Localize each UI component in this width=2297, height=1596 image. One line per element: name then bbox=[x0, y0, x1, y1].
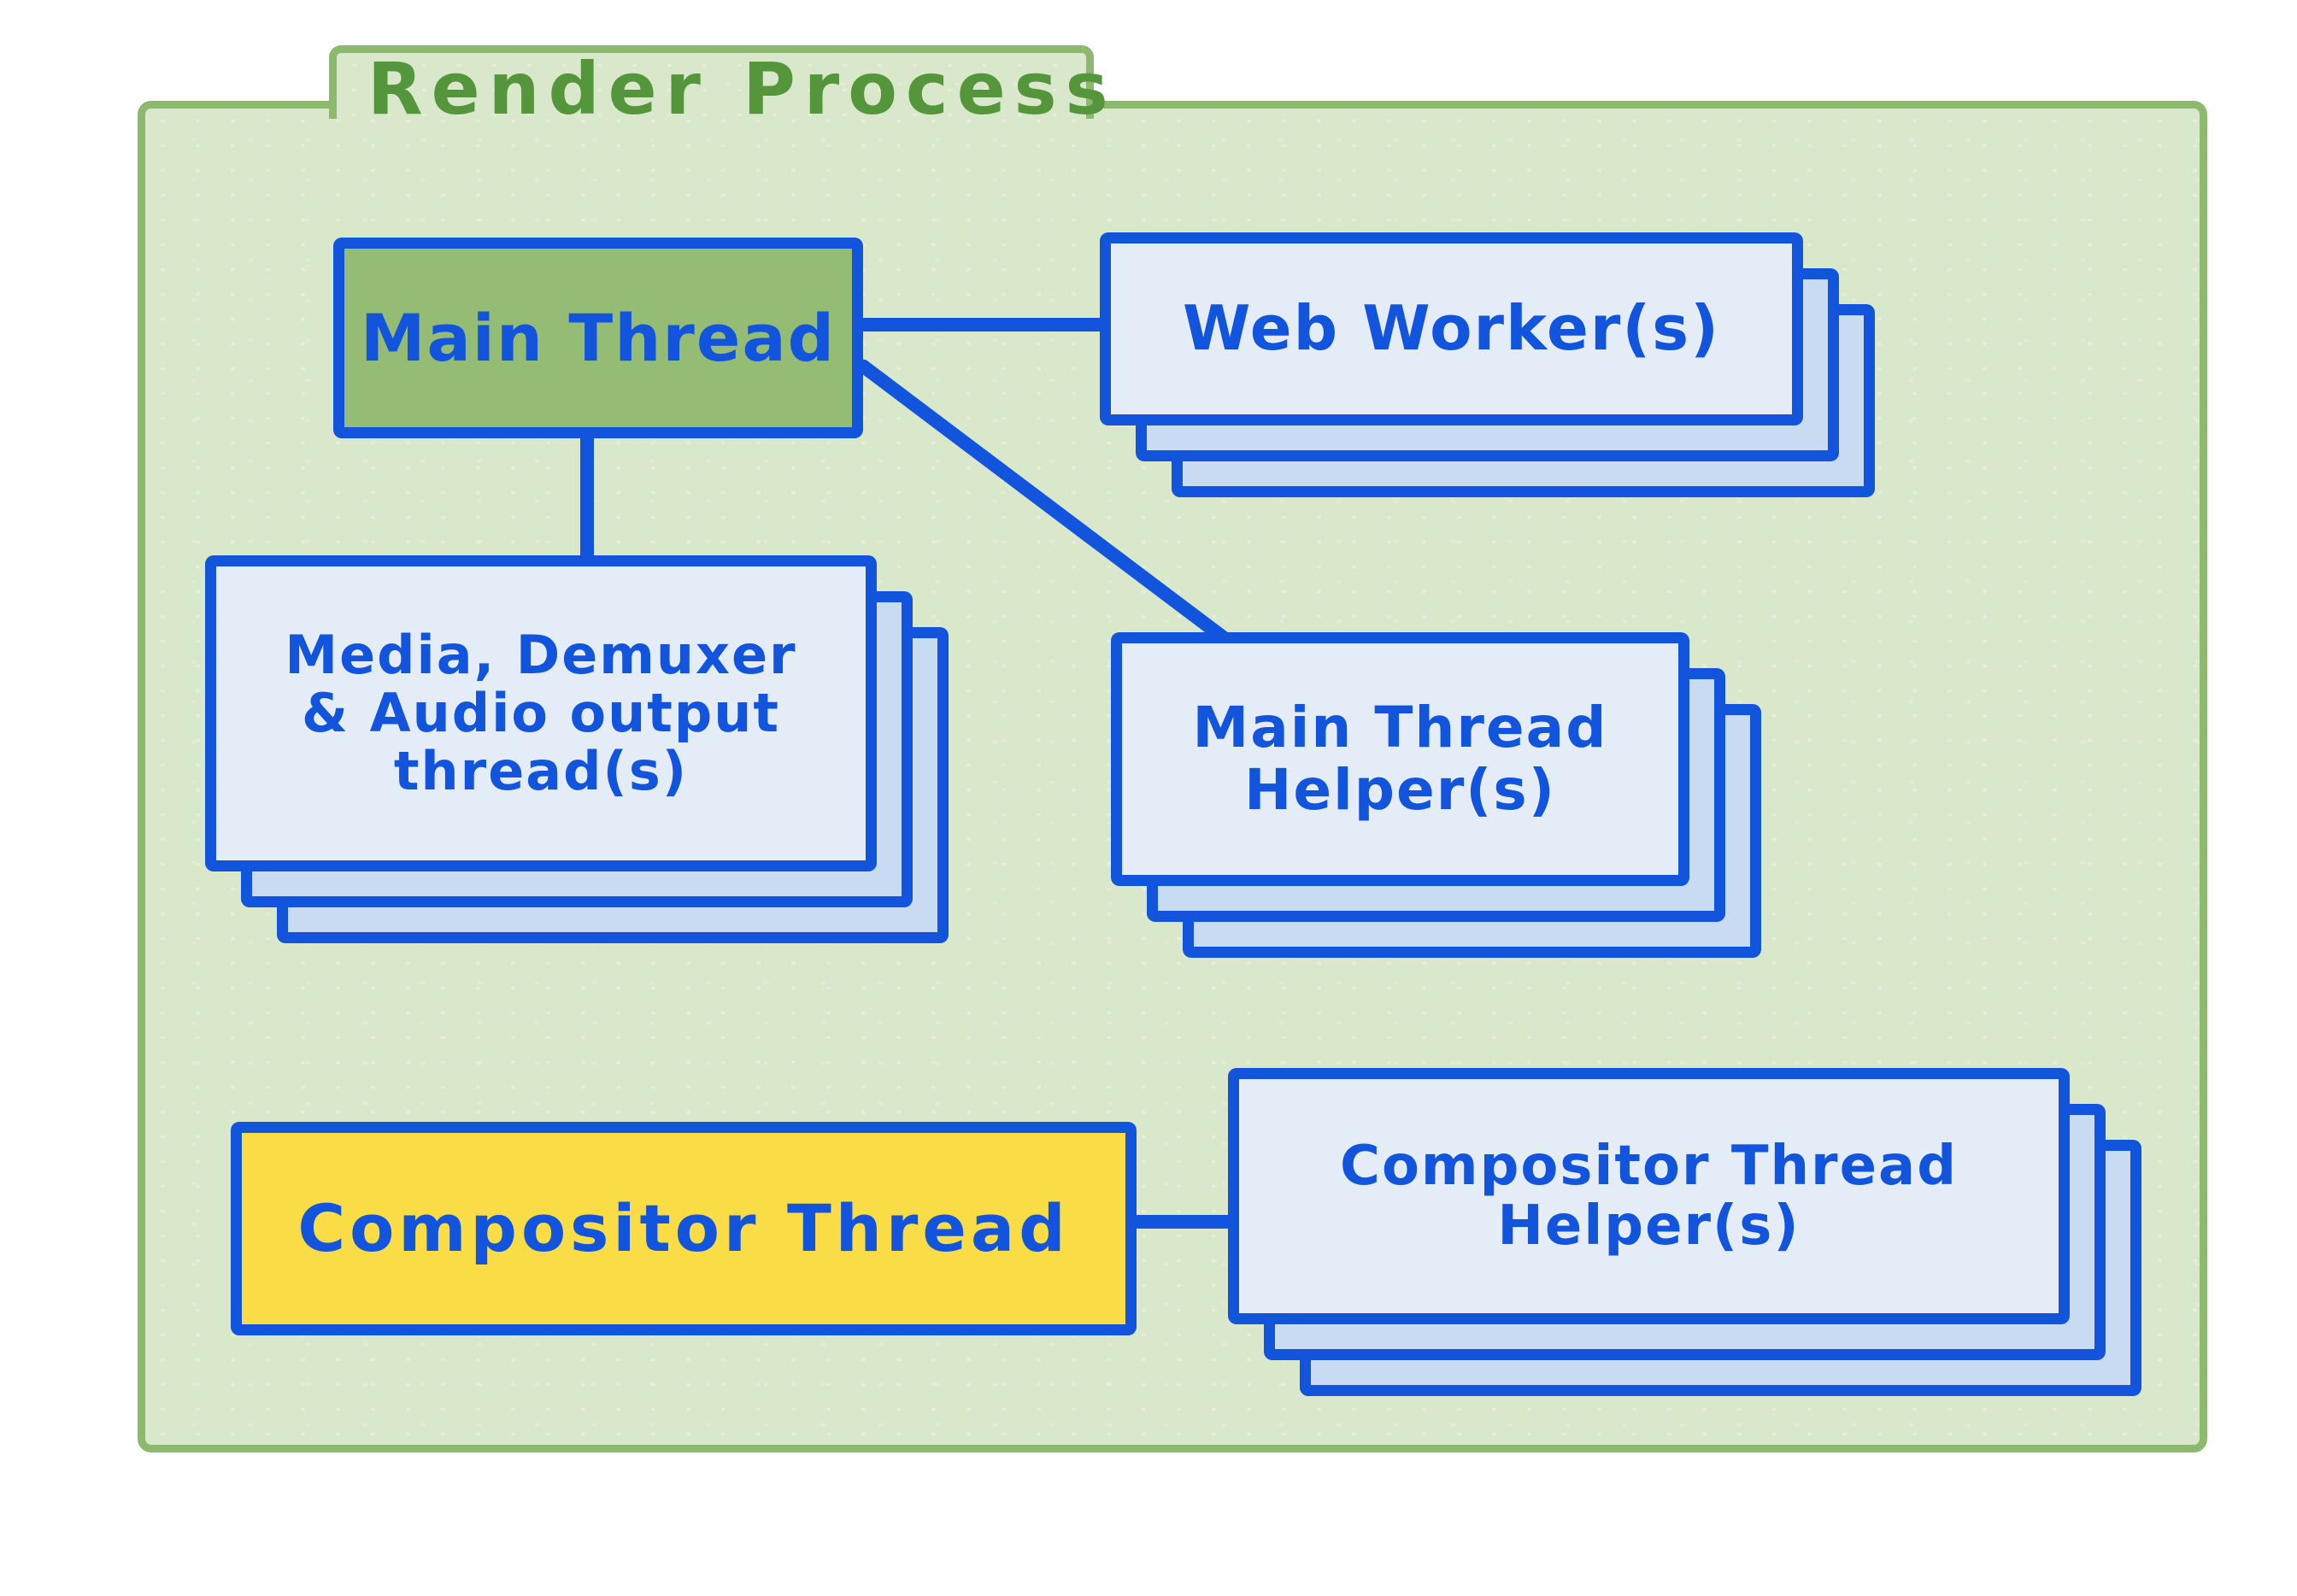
main-thread-card: Main Thread bbox=[333, 238, 863, 438]
compositor-thread-helpers-label-line2: Helper(s) bbox=[1497, 1194, 1801, 1258]
web-workers-card: Web Worker(s) bbox=[1100, 232, 1803, 425]
compositor-thread-label: Compositor Thread bbox=[297, 1190, 1070, 1267]
main-thread-helpers-label-line2: Helper(s) bbox=[1244, 756, 1556, 823]
node-main-thread: Main Thread bbox=[333, 238, 863, 438]
media-threads-card: Media, Demuxer & Audio output thread(s) bbox=[205, 555, 877, 871]
compositor-thread-helpers-label-line1: Compositor Thread bbox=[1339, 1134, 1959, 1198]
edge-main-thread-to-web-workers bbox=[857, 318, 1107, 332]
render-process-tab bbox=[329, 45, 1094, 119]
edge-main-thread-to-media-threads bbox=[580, 432, 594, 562]
edge-compositor-thread-to-helpers bbox=[1131, 1215, 1235, 1229]
main-thread-helpers-card: Main Thread Helper(s) bbox=[1111, 632, 1689, 886]
node-web-workers: Web Worker(s) bbox=[1100, 232, 1875, 497]
node-main-thread-helpers: Main Thread Helper(s) bbox=[1111, 632, 1761, 958]
compositor-thread-helpers-card: Compositor Thread Helper(s) bbox=[1228, 1068, 2070, 1324]
media-threads-label-line2: & Audio output bbox=[301, 681, 781, 744]
media-threads-label-line1: Media, Demuxer bbox=[285, 623, 797, 686]
media-threads-label-line3: thread(s) bbox=[393, 740, 689, 803]
node-compositor-thread: Compositor Thread bbox=[231, 1122, 1137, 1335]
web-workers-label: Web Worker(s) bbox=[1182, 292, 1721, 365]
node-compositor-thread-helpers: Compositor Thread Helper(s) bbox=[1228, 1068, 2141, 1396]
compositor-thread-card: Compositor Thread bbox=[231, 1122, 1137, 1335]
node-media-threads: Media, Demuxer & Audio output thread(s) bbox=[205, 555, 949, 943]
main-thread-label: Main Thread bbox=[360, 299, 837, 376]
diagram-title: Render Process bbox=[367, 47, 1117, 131]
main-thread-helpers-label-line1: Main Thread bbox=[1192, 694, 1608, 760]
